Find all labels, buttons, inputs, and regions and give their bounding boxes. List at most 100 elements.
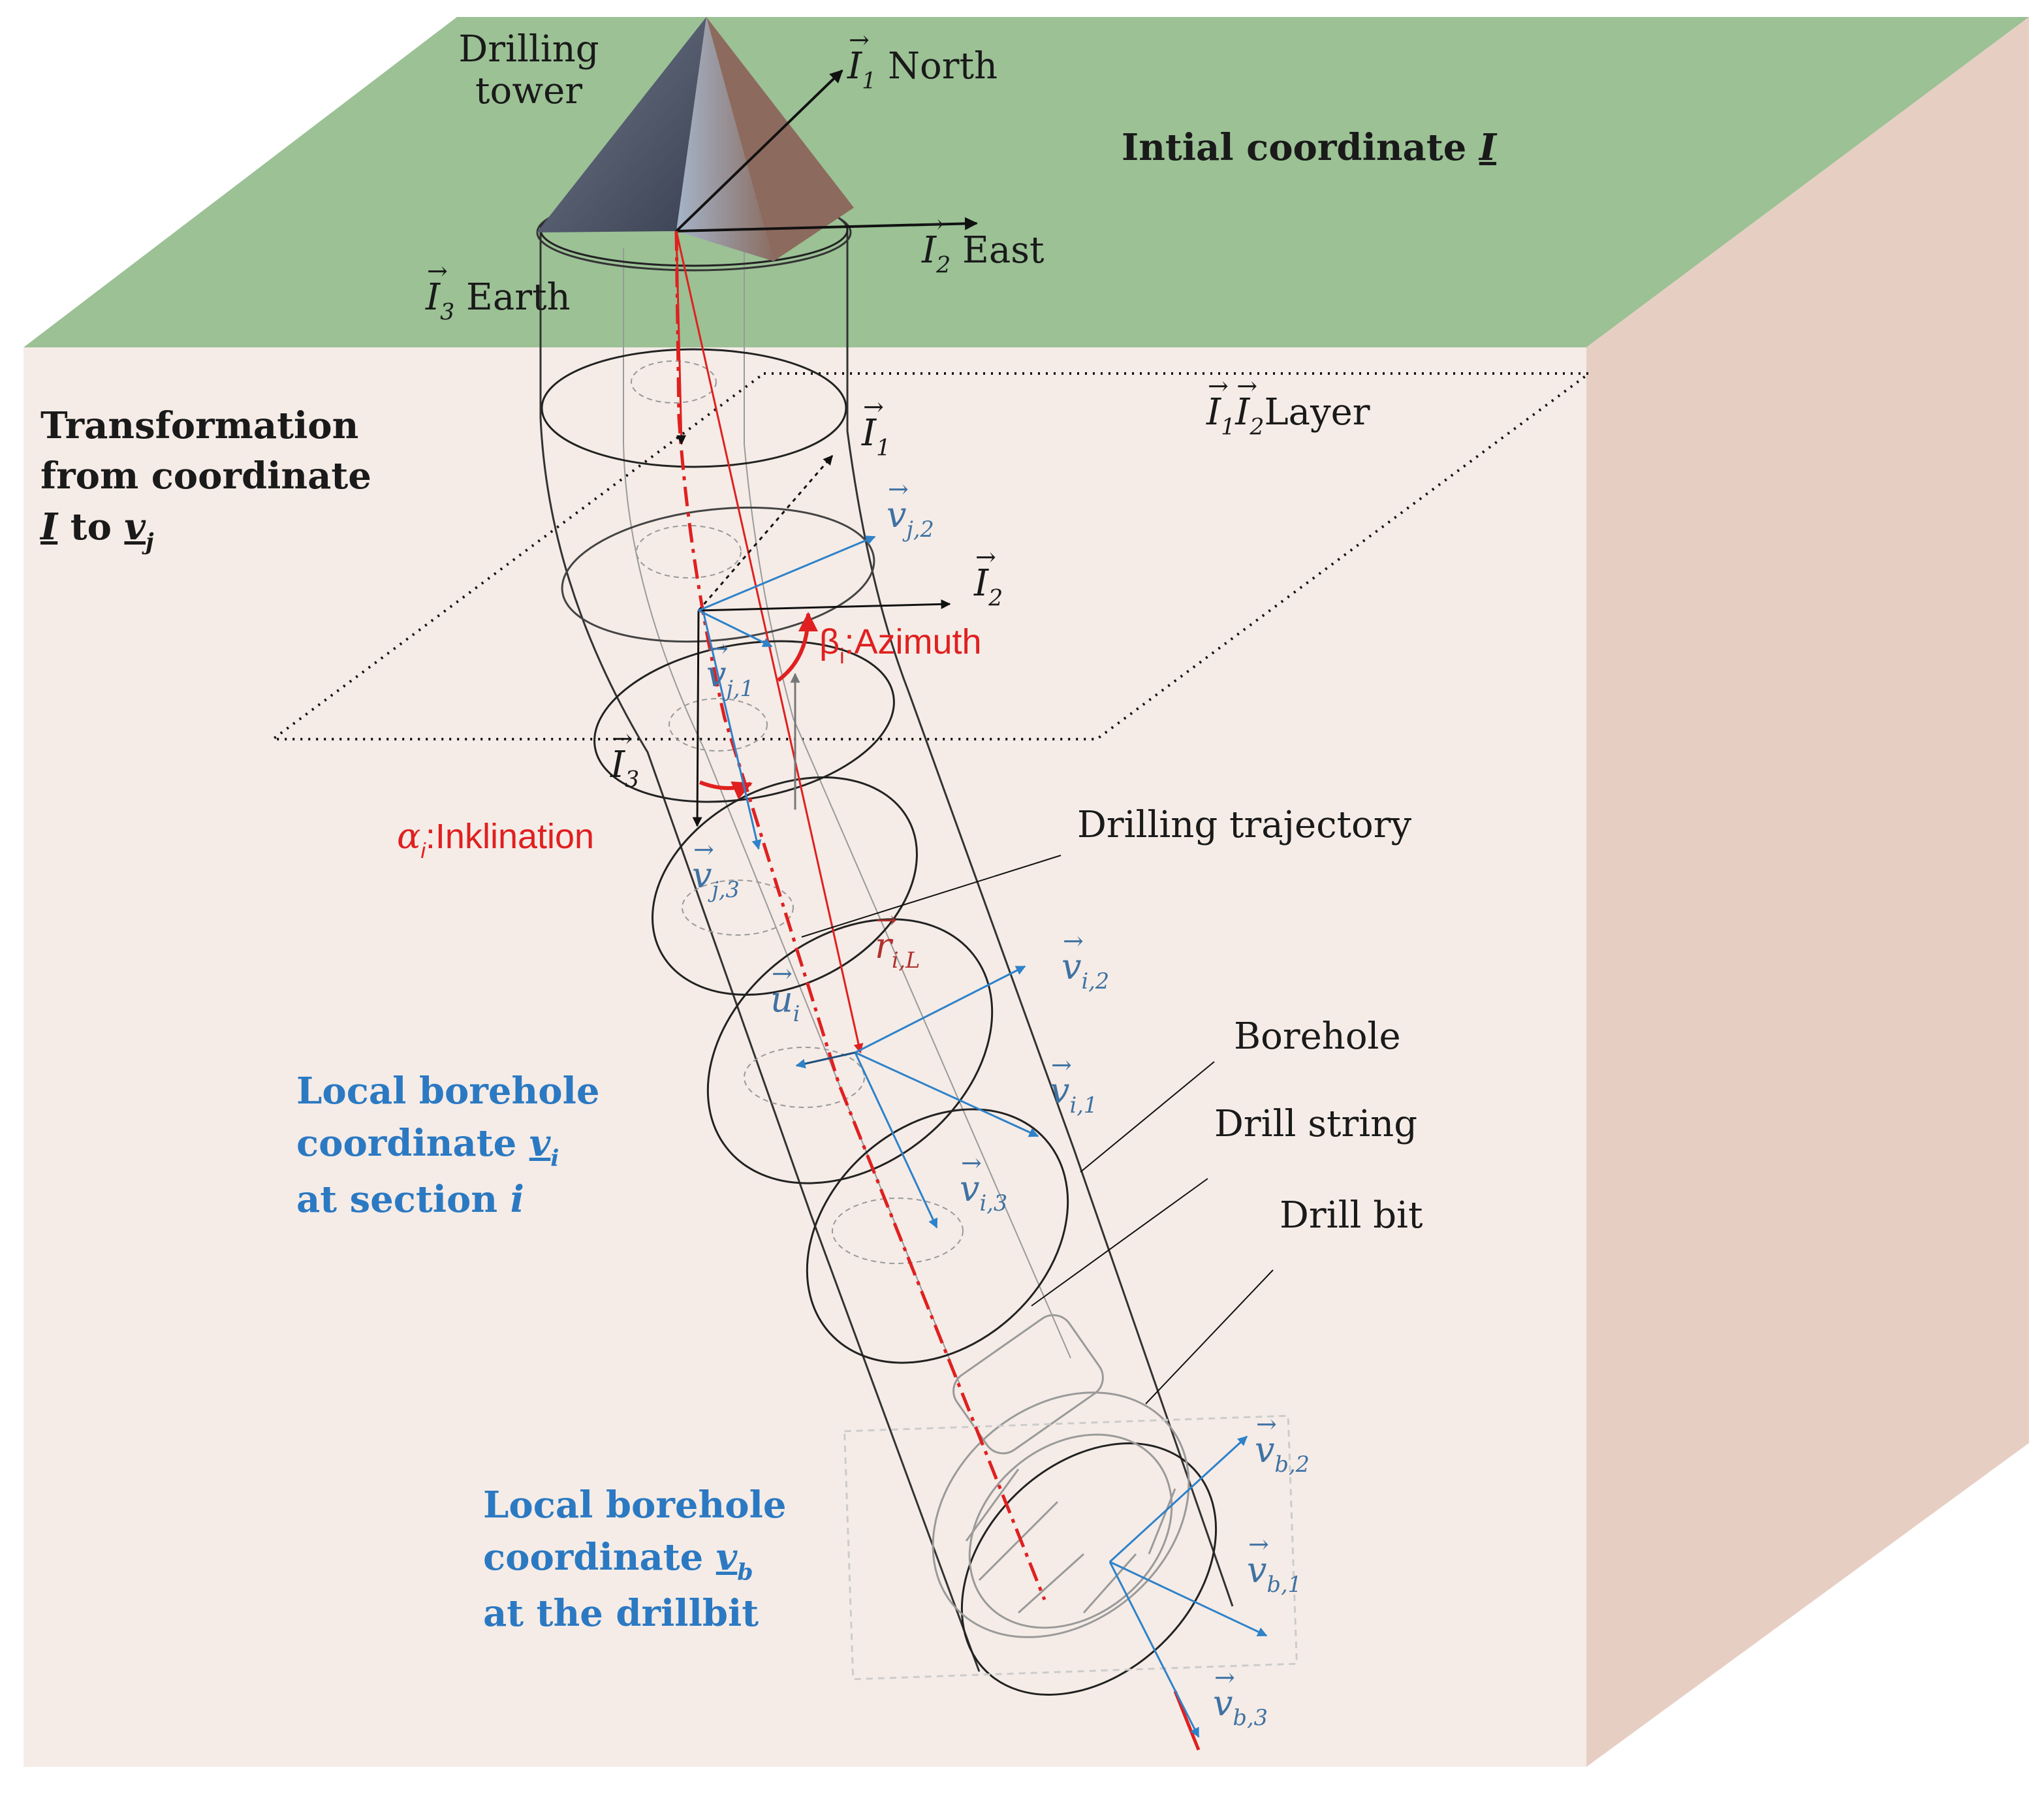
local-b-line2: coordinate vb [483, 1532, 787, 1589]
vi2-sub: i,2 [1081, 968, 1110, 994]
vj1-symbol: v [706, 635, 728, 695]
vj3-symbol: v [692, 836, 714, 896]
section-i-vectors [795, 965, 1039, 1229]
drill-string-callout: Drill string [1214, 1103, 1418, 1145]
drilling-tower-line2: tower [475, 70, 583, 113]
transformation-to-symbol: v [124, 505, 146, 548]
east-axis-symbol: I [922, 210, 944, 272]
drilling-tower-line1: Drilling [458, 28, 599, 71]
drill-bit-icon [843, 1314, 1298, 1681]
vi2-label: vi,2 [1061, 927, 1110, 994]
ui-sub: i [793, 1001, 800, 1027]
azimuth-text: :Azimuth [844, 622, 982, 661]
drilling-trajectory-callout: Drilling trajectory [1077, 804, 1412, 846]
local-i-line3-symbol: i [510, 1178, 524, 1222]
earth-label: Earth [466, 276, 571, 319]
vj2-sub: j,2 [906, 516, 934, 543]
layer-i1-symbol: I [862, 393, 884, 454]
vj2-label: vj,2 [887, 475, 934, 543]
transformation-to-word: to [70, 505, 112, 548]
drilling-tower-label: Drilling tower [457, 28, 601, 113]
layer-sym1: I [1206, 372, 1229, 434]
local-i-line2-sub: i [550, 1145, 559, 1172]
vb1-symbol: v [1247, 1531, 1268, 1591]
local-i-line2-text: coordinate [296, 1121, 517, 1165]
earth-axis-label: I3 Earth [426, 257, 571, 326]
ril-symbol: r [875, 906, 897, 966]
vi1-symbol: v [1050, 1051, 1071, 1111]
local-b-line2-text: coordinate [483, 1535, 704, 1579]
vi3-sub: i,3 [979, 1190, 1008, 1216]
drill-bit-callout: Drill bit [1280, 1194, 1423, 1237]
north-label: North [888, 45, 998, 87]
local-b-line2-symbol: v [715, 1535, 738, 1579]
inclination-label: αi:Inklination [397, 816, 594, 865]
vb2-symbol: v [1255, 1410, 1276, 1470]
layer-plane [268, 372, 1594, 740]
vb3-label: vb,3 [1213, 1664, 1268, 1731]
local-i-line3-text: at section [296, 1178, 498, 1222]
earth-axis-sub: 3 [440, 299, 455, 326]
local-i-line1: Local borehole [296, 1070, 600, 1113]
local-b-line1: Local borehole [483, 1484, 787, 1527]
local-i-line3: at section i [296, 1174, 600, 1226]
layer-i1-label: I1 [862, 393, 891, 462]
drilling-tower-pyramid-icon [536, 17, 854, 272]
transformation-to-sub: j [145, 528, 154, 556]
vi3-label: vi,3 [960, 1149, 1008, 1216]
local-b-line3: at the drillbit [483, 1592, 759, 1636]
inclination-text: :Inklination [425, 817, 595, 856]
ui-symbol: u [770, 960, 793, 1020]
vi1-sub: i,1 [1069, 1092, 1098, 1119]
vj3-sub: j,3 [712, 877, 740, 903]
vb3-sub: b,3 [1233, 1705, 1268, 1731]
local-b-label: Local borehole coordinate vb at the dril… [483, 1480, 787, 1640]
layer-text: Layer [1264, 391, 1370, 434]
layer-i2-symbol: I [974, 543, 996, 605]
layer-i3-symbol: I [610, 725, 633, 786]
initial-coordinate-text: Intial coordinate [1122, 126, 1467, 169]
transformation-line2: from coordinate [40, 454, 371, 498]
bit-vectors [1108, 1435, 1268, 1738]
local-i-label: Local borehole coordinate vi at section … [296, 1066, 600, 1226]
vj1-label: vj,1 [706, 635, 754, 702]
ui-label: ui [770, 960, 800, 1027]
callout-leaders [801, 855, 1274, 1404]
vb1-label: vb,1 [1247, 1531, 1302, 1598]
vj3-label: vj,3 [692, 836, 740, 903]
east-label: East [962, 229, 1045, 272]
layer-sub2: 2 [1250, 414, 1265, 441]
borehole-sections [539, 193, 1218, 1696]
ground-surface [24, 17, 2029, 347]
angle-arcs [699, 612, 818, 800]
vj1-sub: j,1 [726, 676, 754, 702]
soil-side-face [1586, 17, 2029, 1767]
layer-i3-sub: 3 [625, 767, 640, 793]
transformation-line1: Transformation [40, 404, 359, 447]
east-axis-label: I2 East [922, 210, 1045, 279]
layer-i2-label: I2 [974, 543, 1003, 612]
layer-axes [692, 454, 951, 827]
transformation-label: Transformation from coordinate I to vj [40, 401, 371, 558]
transformation-from-symbol: I [40, 505, 58, 548]
borehole-callout: Borehole [1234, 1015, 1401, 1058]
vb3-symbol: v [1213, 1664, 1234, 1724]
earth-axis-symbol: I [426, 257, 448, 319]
layer-sub1: 1 [1221, 414, 1236, 441]
azimuth-sub: i [840, 644, 845, 669]
ril-sub: i,L [891, 947, 920, 974]
transformation-line3: I to vj [40, 502, 371, 558]
initial-coordinate-symbol: I [1479, 126, 1497, 169]
borehole-tube [539, 230, 1234, 1672]
vj2-symbol: v [887, 475, 908, 535]
north-axis-symbol: I [847, 26, 870, 87]
layer-i1-sub: 1 [876, 435, 891, 462]
vb2-label: vb,2 [1255, 1410, 1310, 1478]
layer-i3-label: I3 [610, 725, 640, 794]
vb1-sub: b,1 [1266, 1572, 1302, 1598]
local-i-line2: coordinate vi [296, 1118, 600, 1175]
vb2-sub: b,2 [1274, 1452, 1310, 1478]
inclination-sub: i [420, 839, 426, 864]
